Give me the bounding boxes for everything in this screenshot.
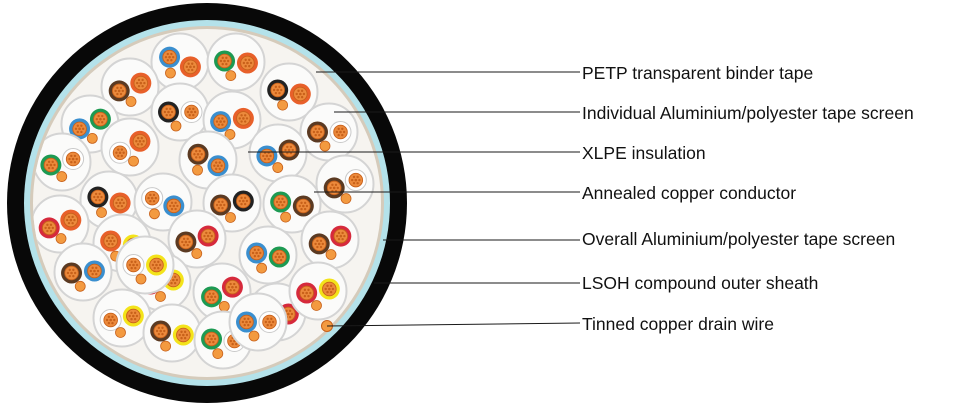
cable-pair — [92, 288, 152, 348]
cable-pair — [167, 209, 227, 269]
pairs-layer — [33, 32, 375, 370]
label-conductor: Annealed copper conductor — [582, 183, 797, 203]
label-drain-wire: Tinned copper drain wire — [582, 314, 774, 334]
cable-pair — [315, 154, 375, 214]
leader-lines — [248, 71, 581, 327]
label-binder-tape: PETP transparent binder tape — [582, 63, 814, 83]
cable-pair — [150, 32, 210, 92]
cable-pair — [299, 102, 359, 162]
cable-pair — [178, 130, 238, 190]
cable-pair — [53, 242, 113, 302]
cable-pair — [288, 261, 348, 321]
cable-pair — [33, 194, 90, 254]
cable-pair — [228, 292, 288, 352]
cable-pair — [262, 174, 322, 234]
cable-pair — [100, 57, 160, 117]
label-insulation: XLPE insulation — [582, 143, 706, 163]
cable-pair — [33, 132, 92, 192]
label-pair-screen: Individual Aluminium/polyester tape scre… — [582, 103, 914, 123]
cable-pair — [150, 82, 210, 142]
cable-pair — [133, 172, 193, 232]
cable-pair — [206, 32, 266, 92]
cable-pair — [100, 117, 160, 177]
label-overall-screen: Overall Aluminium/polyester tape screen — [582, 229, 896, 249]
leader-line — [326, 322, 581, 327]
cable-pair — [238, 225, 298, 285]
cable-pair — [115, 235, 175, 295]
cable-pair — [248, 123, 308, 183]
cable-pair — [202, 173, 262, 233]
cable-pair — [202, 90, 262, 150]
cable-pair — [259, 62, 319, 122]
cable-pair — [142, 303, 202, 363]
label-outer-sheath: LSOH compound outer sheath — [582, 273, 819, 293]
cable-pair — [300, 210, 360, 270]
